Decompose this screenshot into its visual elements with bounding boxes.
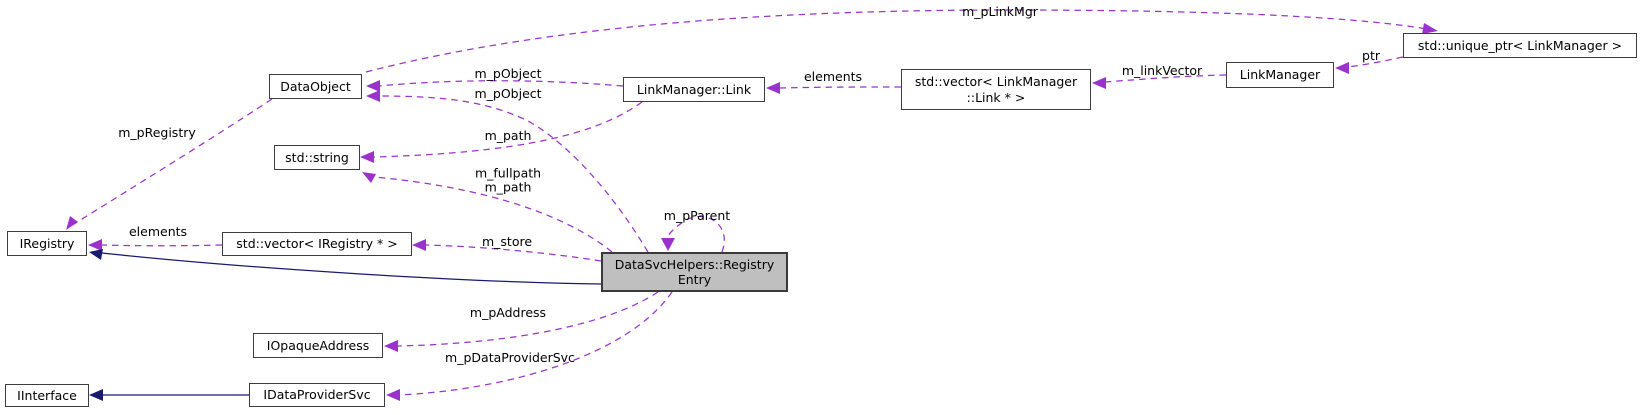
arrowhead <box>384 340 398 352</box>
edge-label-elements-top: elements <box>803 68 863 84</box>
edge-m-linkvector <box>1092 74 1227 89</box>
edge-label-m-fullpath-m-path: m_fullpath m_path <box>474 165 542 196</box>
edge-ptr <box>1335 56 1404 74</box>
edge-label-m-plinkmgr: m_pLinkMgr <box>962 3 1038 19</box>
edge-inherit-iregistry <box>89 249 602 285</box>
edge-label-m-pobject-2: m_pObject <box>474 85 542 101</box>
edge-label-m-path-link: m_path <box>484 127 532 143</box>
arrowhead <box>88 239 102 251</box>
node-std-unique-ptr-linkmanager[interactable]: std::unique_ptr< LinkManager > <box>1403 33 1637 58</box>
node-std-vector-linkmanager-link[interactable]: std::vector< LinkManager ::Link * > <box>901 69 1091 110</box>
node-label: Entry <box>677 272 712 287</box>
edge-m-pdataprovidersvc <box>386 291 673 401</box>
edge-label-line: m_path <box>484 180 532 195</box>
node-linkmanager-link[interactable]: LinkManager::Link <box>623 77 765 102</box>
arrowhead <box>366 90 380 102</box>
edge-m-pobject-registryentry <box>366 90 649 253</box>
node-std-string[interactable]: std::string <box>274 145 360 170</box>
node-label: DataObject <box>280 78 351 94</box>
arrowhead <box>362 172 376 183</box>
node-iopaqueaddress[interactable]: IOpaqueAddress <box>253 333 383 358</box>
edge-label-ptr: ptr <box>1362 47 1380 63</box>
node-datasvchelpers-registryentry: DataSvcHelpers::Registry Entry <box>601 252 788 292</box>
arrowhead <box>412 239 426 251</box>
arrowhead <box>1092 77 1106 89</box>
node-label: LinkManager::Link <box>636 81 752 97</box>
arrowhead <box>89 389 103 401</box>
arrowhead <box>66 216 78 230</box>
node-label: ::Link * > <box>966 89 1026 105</box>
node-linkmanager[interactable]: LinkManager <box>1226 62 1334 88</box>
node-iregistry[interactable]: IRegistry <box>7 231 87 256</box>
arrowhead <box>366 80 380 92</box>
node-label: IDataProviderSvc <box>263 387 371 403</box>
arrowhead <box>386 389 400 401</box>
edge-label-m-paddress: m_pAddress <box>469 304 547 320</box>
edge-label-m-pparent: m_pParent <box>663 207 731 223</box>
arrowhead <box>1335 62 1349 74</box>
arrowhead <box>661 238 675 251</box>
node-label: IRegistry <box>19 235 75 251</box>
node-std-vector-iregistry[interactable]: std::vector< IRegistry * > <box>222 232 412 256</box>
node-label: IOpaqueAddress <box>266 337 370 353</box>
node-label: std::vector< LinkManager <box>914 74 1078 90</box>
node-label: std::unique_ptr< LinkManager > <box>1417 37 1623 53</box>
arrowhead <box>766 82 780 94</box>
edge-label-m-store: m_store <box>481 233 533 249</box>
edge-m-pregistry <box>66 98 273 230</box>
node-label: IInterface <box>17 387 77 403</box>
edge-inherit-iinterface <box>89 389 249 401</box>
arrowhead <box>1422 23 1438 34</box>
edge-m-fullpath-m-path <box>362 172 613 253</box>
node-label: LinkManager <box>1239 67 1321 83</box>
edge-m-pobject-link <box>366 80 624 92</box>
edge-elements-iregistry <box>88 239 223 251</box>
node-label: DataSvcHelpers::Registry <box>614 256 775 272</box>
arrowhead <box>360 151 374 163</box>
edge-label-m-pregistry: m_pRegistry <box>118 124 196 140</box>
node-label: std::vector< IRegistry * > <box>236 236 398 252</box>
edge-elements-link <box>766 82 902 94</box>
edge-m-plinkmgr <box>365 9 1438 73</box>
node-label: std::string <box>285 149 349 165</box>
edge-label-m-pdataprovidersvc: m_pDataProviderSvc <box>445 349 575 365</box>
edge-m-store <box>412 239 602 262</box>
edge-label-elements-left: elements <box>128 223 188 239</box>
node-dataobject[interactable]: DataObject <box>269 74 362 99</box>
edge-label-m-pobject-1: m_pObject <box>474 65 542 81</box>
edge-m-path-link <box>360 101 643 163</box>
edge-m-pparent-loop <box>661 216 725 253</box>
arrowhead <box>89 249 103 260</box>
edge-label-line: m_fullpath <box>474 165 542 181</box>
edge-label-m-linkvector: m_linkVector <box>1121 62 1203 78</box>
node-idataprovidersvc[interactable]: IDataProviderSvc <box>249 383 385 407</box>
node-iinterface[interactable]: IInterface <box>5 384 89 407</box>
edge-m-paddress <box>384 291 659 352</box>
